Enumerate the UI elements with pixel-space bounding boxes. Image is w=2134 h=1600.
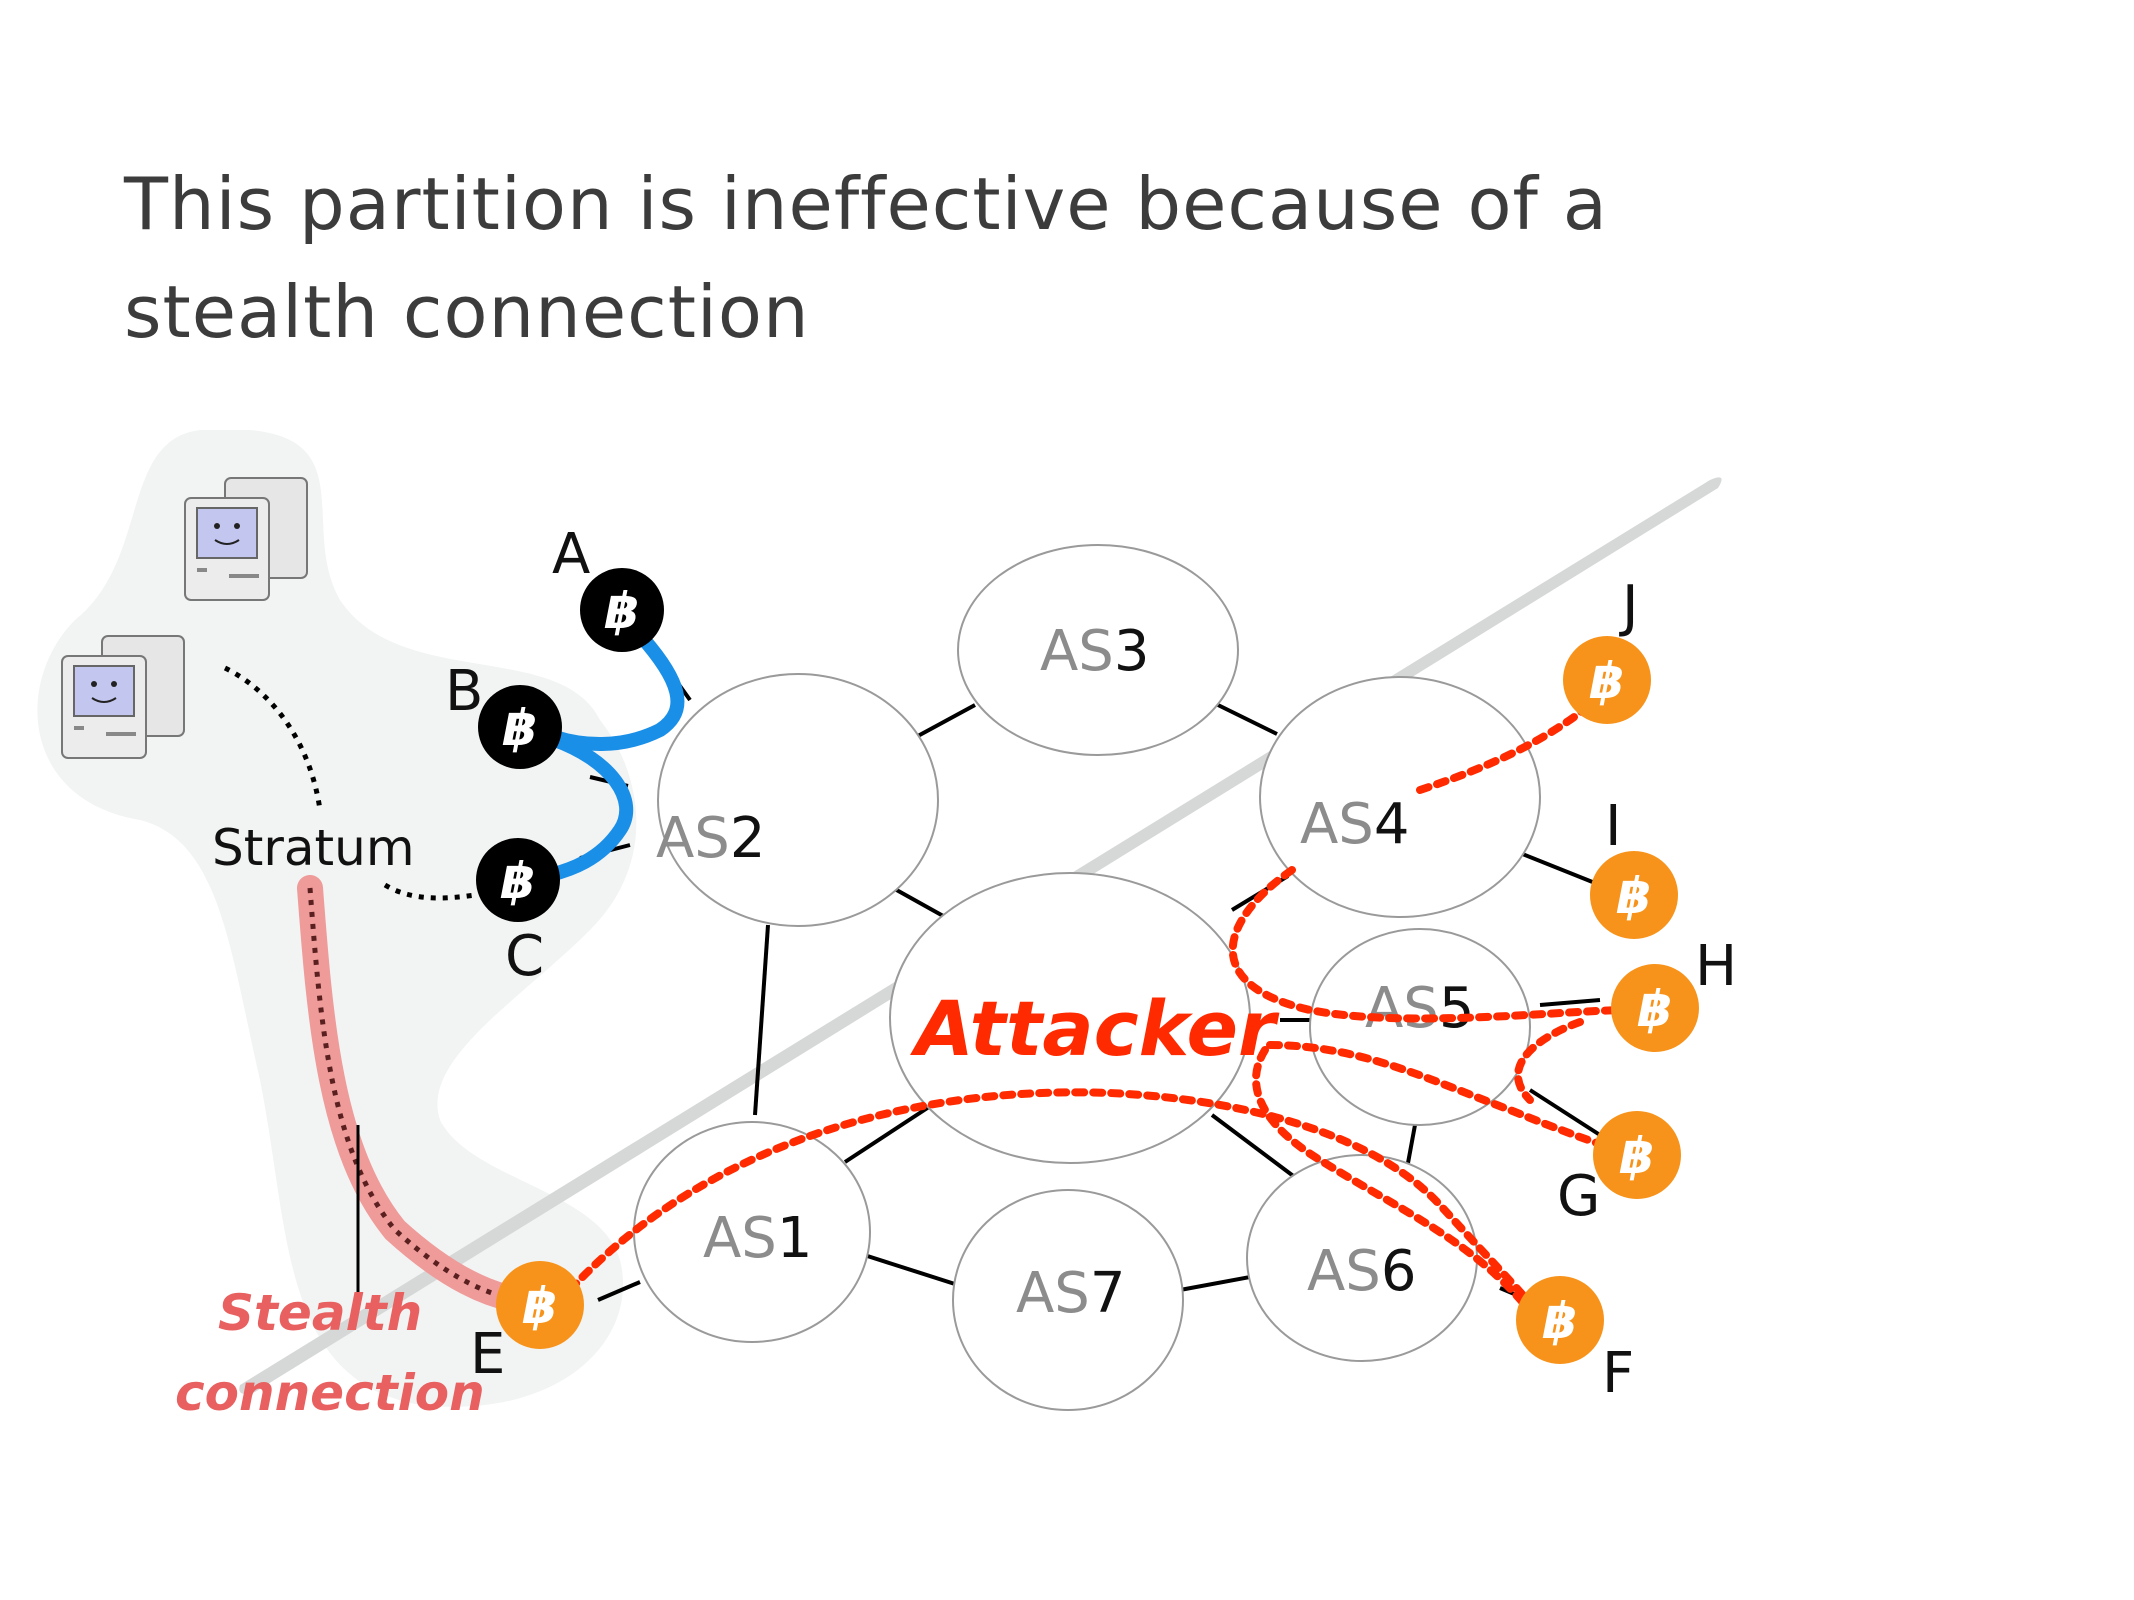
as5-label: AS5	[1365, 976, 1475, 1041]
as2-label: AS2	[656, 806, 766, 871]
node-label-e: E	[470, 1322, 505, 1387]
as-nodes	[633, 544, 1541, 1411]
node-label-a: A	[552, 522, 590, 587]
svg-text:฿: ฿	[1620, 1127, 1655, 1185]
bitcoin-node-a-icon: ฿	[580, 568, 664, 652]
stratum-label: Stratum	[212, 819, 415, 877]
node-label-i: I	[1605, 794, 1622, 859]
as7-label: AS7	[1016, 1261, 1126, 1326]
svg-text:฿: ฿	[1638, 980, 1673, 1038]
as5-ellipse	[1309, 928, 1531, 1126]
as4-ellipse	[1259, 676, 1541, 918]
as6-label: AS6	[1307, 1239, 1417, 1304]
node-label-f: F	[1602, 1341, 1634, 1406]
node-label-c: C	[505, 924, 544, 989]
stealth-label-line2: connection	[175, 1364, 485, 1422]
as7-ellipse	[952, 1189, 1184, 1411]
bitcoin-node-h-icon: ฿	[1611, 964, 1699, 1052]
svg-text:฿: ฿	[1617, 867, 1652, 925]
node-label-g: G	[1557, 1164, 1600, 1229]
svg-text:฿: ฿	[501, 852, 536, 910]
bitcoin-node-f-icon: ฿	[1516, 1276, 1604, 1364]
as4-label: AS4	[1300, 792, 1410, 857]
as2-ellipse	[657, 673, 939, 927]
stealth-label-line1: Stealth	[218, 1284, 422, 1342]
miner-computers	[61, 477, 308, 759]
mining-pool-region	[37, 430, 637, 1407]
bitcoin-node-i-icon: ฿	[1590, 851, 1678, 939]
bitcoin-node-c-icon: ฿	[476, 838, 560, 922]
honest-links	[543, 628, 685, 882]
as3-ellipse	[957, 544, 1239, 756]
slide-title: This partition is ineffective because of…	[124, 162, 1608, 354]
svg-text:฿: ฿	[1590, 652, 1625, 710]
node-label-j: J	[1619, 574, 1639, 639]
bitcoin-node-b-icon: ฿	[478, 685, 562, 769]
attack-paths	[566, 701, 1629, 1314]
as1-label: AS1	[703, 1206, 813, 1271]
stealth-connection-dotted	[307, 887, 519, 1303]
computer-icon	[184, 477, 308, 601]
bitcoin-node-e-icon: ฿	[496, 1261, 584, 1349]
as3-label: AS3	[1040, 619, 1150, 684]
svg-text:฿: ฿	[503, 699, 538, 757]
svg-text:฿: ฿	[523, 1277, 558, 1335]
bitcoin-node-j-icon: ฿	[1563, 636, 1651, 724]
computer-icon	[61, 635, 185, 759]
svg-text:฿: ฿	[1543, 1292, 1578, 1350]
node-label-h: H	[1695, 934, 1737, 999]
bitcoin-nodes: ฿ ฿ ฿ ฿ ฿ ฿ ฿ ฿ ฿	[476, 568, 1699, 1364]
attacker-ellipse	[889, 872, 1251, 1164]
node-label-b: B	[445, 659, 483, 724]
svg-text:฿: ฿	[605, 582, 640, 640]
attacker-label: Attacker	[910, 984, 1280, 1073]
bitcoin-node-g-icon: ฿	[1593, 1111, 1681, 1199]
